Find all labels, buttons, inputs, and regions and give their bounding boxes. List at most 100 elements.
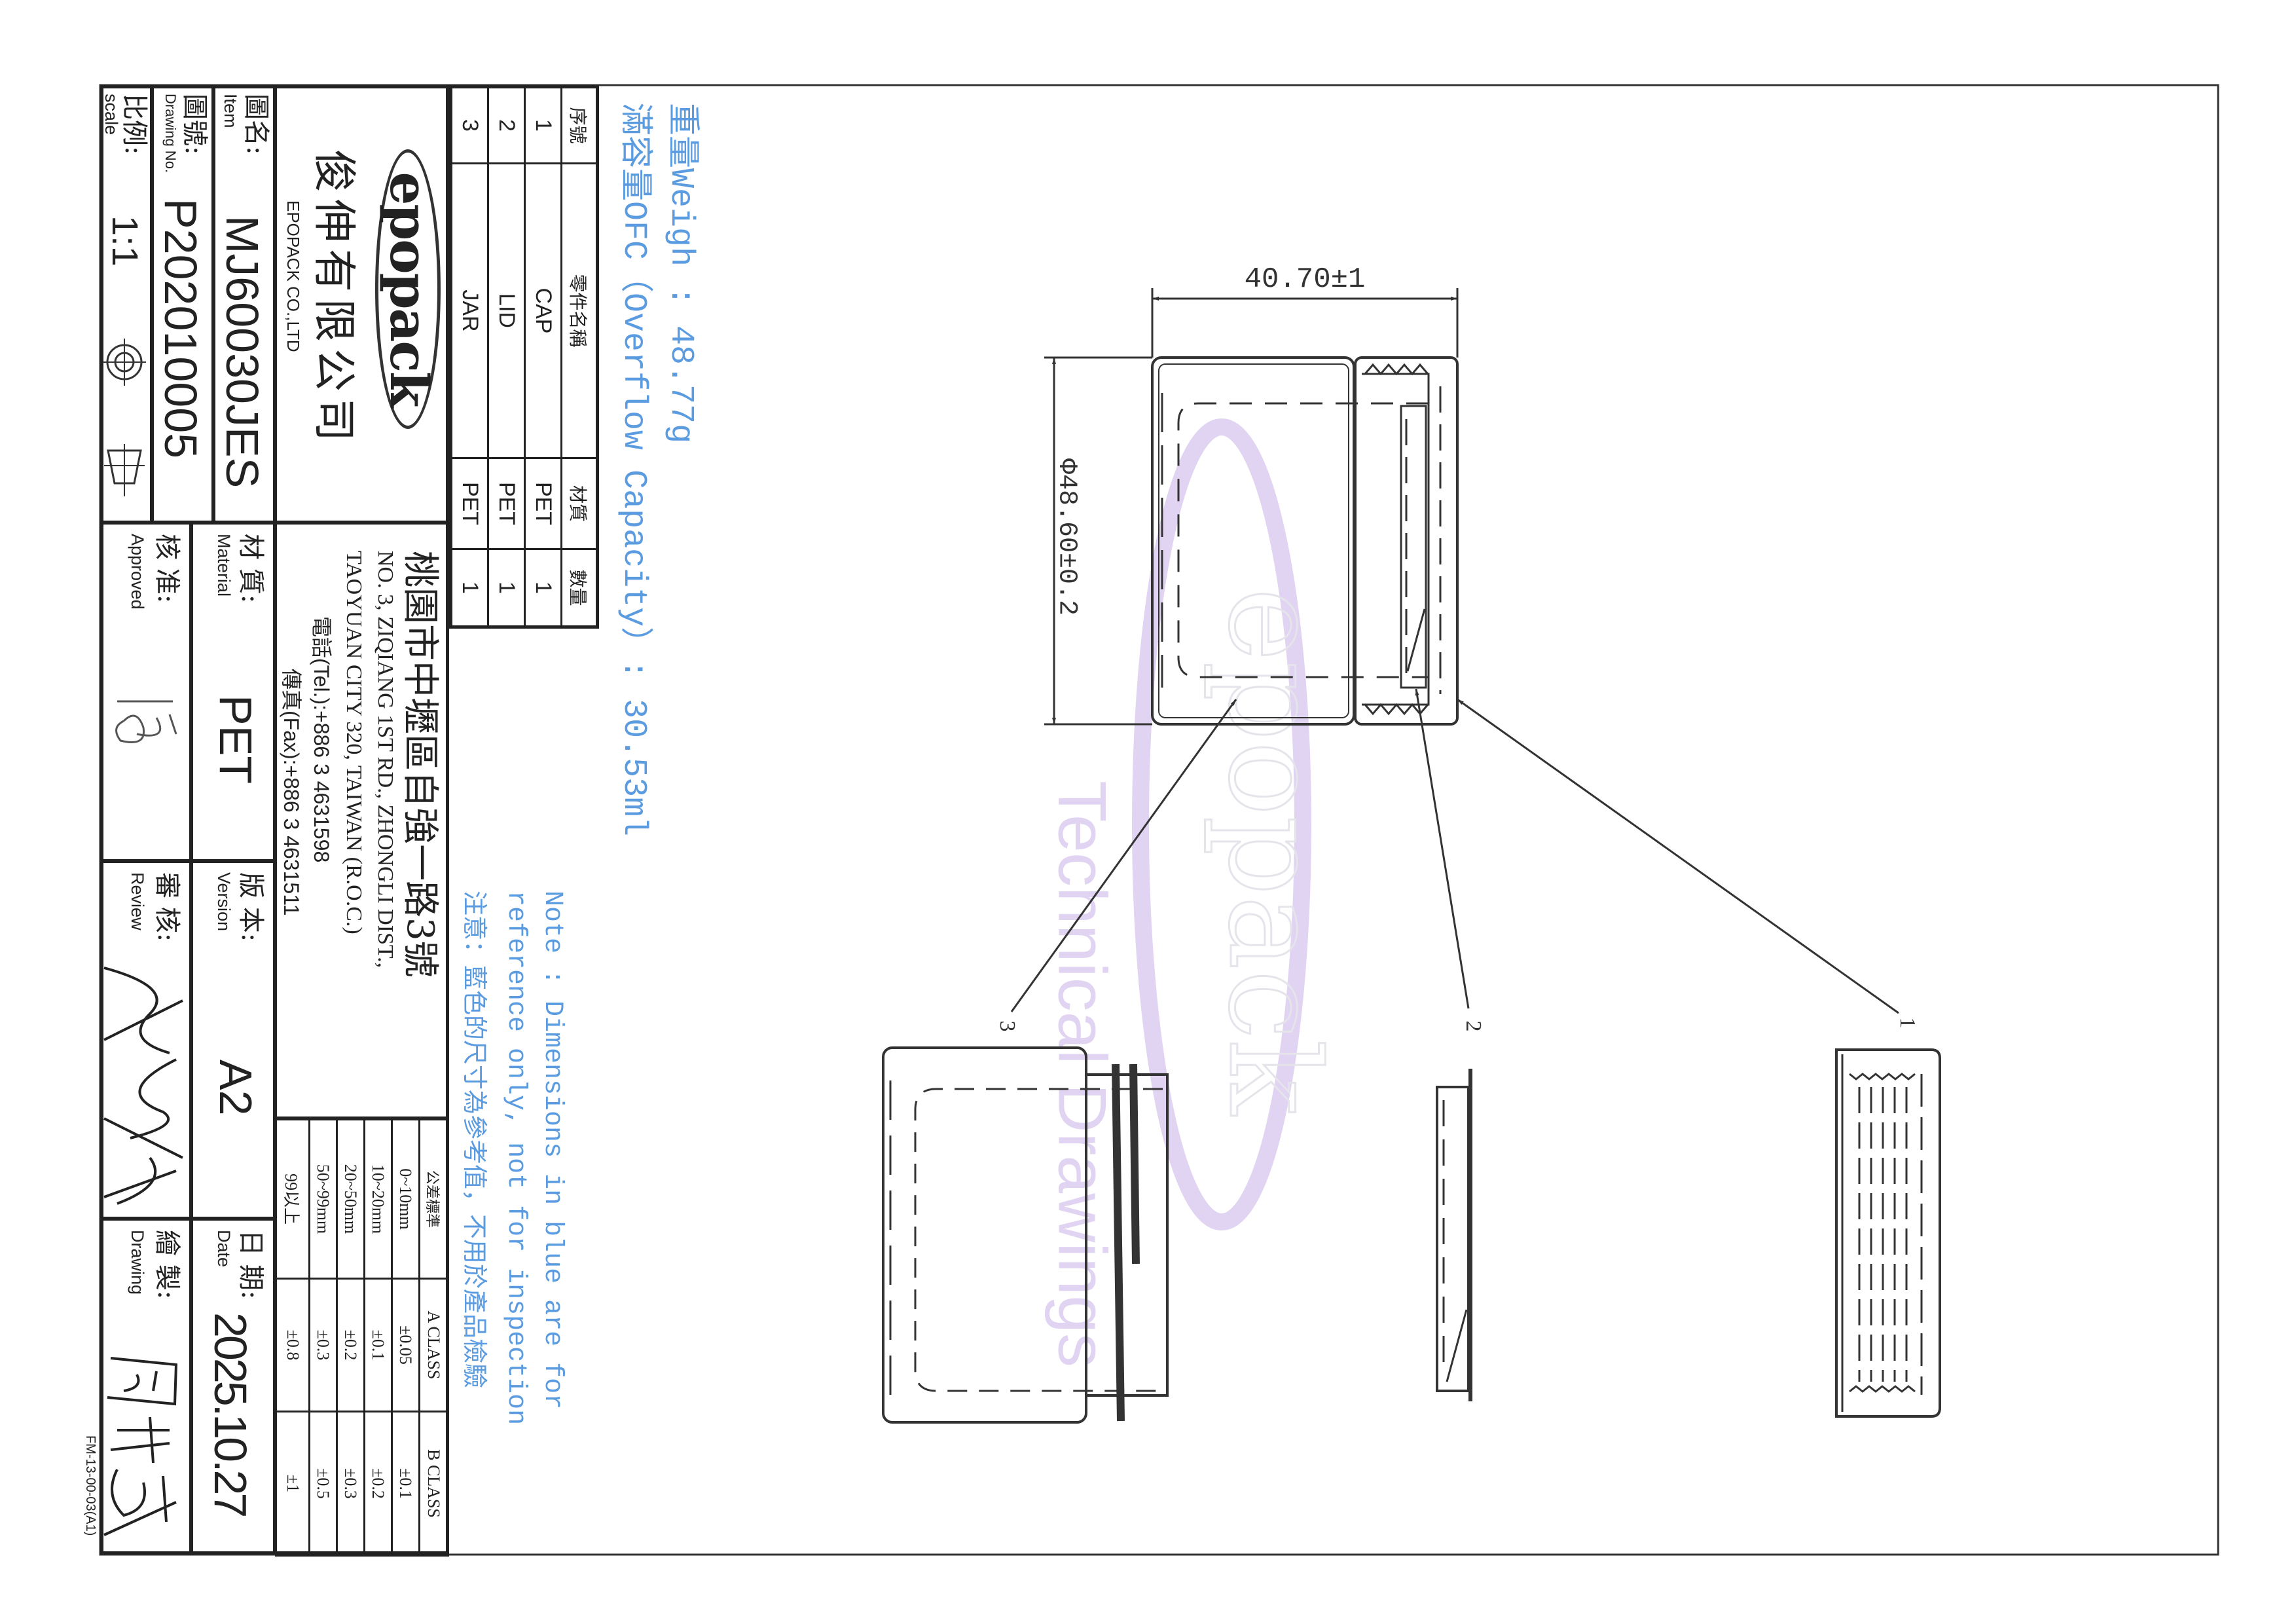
header-quantity: 數量 — [561, 549, 598, 627]
company-name-en: EPOPACK CO.,LTD — [283, 200, 303, 352]
material-value: PET — [210, 695, 261, 784]
drawing-label-zh: 繪 製: — [152, 1230, 182, 1300]
date-label-en: Date — [214, 1230, 234, 1268]
version-value: A2 — [210, 1060, 261, 1116]
company-address-cell: 桃園市中壢區自強一路3號 NO. 3, ZIQIANG 1ST RD., ZHO… — [275, 523, 449, 1118]
cell-part-name: JAR — [450, 163, 488, 458]
item-value: MJ60030JES — [217, 215, 268, 489]
tolerance-b: ±1 — [276, 1411, 310, 1556]
watermark: epopack Technical Drawings — [1044, 418, 1347, 1367]
company-logo: epopack — [375, 149, 441, 429]
version-cell: 版 本: Version A2 — [191, 861, 275, 1219]
title-block: 序號 零件名稱 材質 數量 1 CAP PET 1 2 LID PET 1 3 … — [100, 85, 599, 1556]
watermark-logo-text: epopack — [1201, 588, 1346, 1116]
table-row: 99以上±0.8±1 — [276, 1119, 310, 1556]
cell-material: PET — [450, 458, 488, 549]
tolerance-range: 99以上 — [276, 1119, 310, 1279]
balloon-1: 1 — [1895, 1018, 1920, 1029]
cell-seq: 2 — [488, 86, 525, 164]
tolerance-b: ±0.3 — [337, 1411, 365, 1556]
tolerance-b: ±0.1 — [392, 1411, 420, 1556]
projection-symbol-icon — [103, 339, 146, 496]
review-cell: 審 核: Review — [100, 861, 191, 1219]
tolerance-header: 公差標準 A CLASS B CLASS — [419, 1119, 448, 1556]
table-row: 0~10mm±0.05±0.1 — [392, 1119, 420, 1556]
header-material: 材質 — [561, 458, 598, 549]
company-tel: 電話(Tel.):+886 3 4631598 — [310, 616, 333, 863]
tolerance-a: ±0.1 — [364, 1278, 392, 1412]
dimension-length — [1151, 288, 1459, 358]
table-row: 50~99mm±0.3±0.5 — [309, 1119, 337, 1556]
part-3-jar-view — [882, 1046, 1169, 1424]
cell-seq: 1 — [524, 86, 562, 164]
sheet-border — [99, 84, 2219, 1556]
table-row: 10~20mm±0.1±0.2 — [364, 1119, 392, 1556]
material-cell: 材 質: Material PET — [191, 523, 275, 861]
drawing-signature — [103, 1357, 178, 1536]
header-seq: 序號 — [561, 86, 598, 164]
approved-label-en: Approved — [128, 534, 147, 610]
tolerance-b: ±0.2 — [364, 1411, 392, 1556]
item-label-en: Item — [221, 94, 240, 128]
cell-part-name: CAP — [524, 163, 562, 458]
company-name-zh: 俊伸有限公司 — [309, 149, 359, 448]
address-en-line-2: TAOYUAN CITY 320, TAIWAN (R.O.C.) — [342, 551, 366, 934]
note-line-1: Note : Dimensions in blue are for — [538, 891, 567, 1410]
tolerance-range: 20~50mm — [337, 1119, 365, 1279]
scale-value: 1:1 — [105, 215, 146, 267]
cell-quantity: 1 — [488, 549, 525, 627]
version-label-zh: 版 本: — [236, 872, 266, 942]
cell-quantity: 1 — [524, 549, 562, 627]
drawing-no-row: 圖號: Drawing No. P202010005 — [152, 85, 213, 523]
tolerance-a: ±0.8 — [276, 1278, 310, 1412]
table-row: 20~50mm±0.2±0.3 — [337, 1119, 365, 1556]
tolerance-a: ±0.05 — [392, 1278, 420, 1412]
scale-label-zh: 比例: — [119, 94, 149, 155]
balloon-3: 3 — [995, 1021, 1019, 1032]
assembly-cap — [1354, 356, 1459, 726]
drawing-cell: 繪 製: Drawing — [100, 1219, 191, 1555]
header-part-name: 零件名稱 — [561, 163, 598, 458]
material-label-en: Material — [214, 534, 234, 597]
assembly-view — [1151, 356, 1459, 726]
drawing-no-label-en: Drawing No. — [162, 94, 179, 174]
tolerance-header-standard: 公差標準 — [419, 1119, 448, 1279]
form-code: FM-13-00-03(A1) — [83, 1435, 98, 1536]
tolerance-a: ±0.3 — [309, 1278, 337, 1412]
tolerance-range: 50~99mm — [309, 1119, 337, 1279]
item-row: 圖名: Item MJ60030JES — [213, 85, 275, 523]
tolerance-header-b-class: B CLASS — [419, 1411, 448, 1556]
tolerance-header-a-class: A CLASS — [419, 1278, 448, 1412]
scale-label-en: scale — [101, 94, 121, 136]
approved-signature — [115, 700, 177, 743]
tolerance-range: 0~10mm — [392, 1119, 420, 1279]
leader-1 — [1457, 698, 1899, 1014]
cell-material: PET — [488, 458, 525, 549]
approved-label-zh: 核 准: — [152, 534, 182, 604]
leader-2 — [1415, 688, 1470, 1009]
table-row: 3 JAR PET 1 — [450, 86, 488, 627]
date-cell: 日 期: Date 2025.10.27 — [191, 1219, 275, 1555]
scale-row: 比例: scale 1:1 — [100, 85, 152, 523]
review-signature — [103, 967, 183, 1205]
date-value: 2025.10.27 — [205, 1312, 256, 1516]
review-label-zh: 審 核: — [152, 872, 182, 942]
note-line-2: reference only, not for inspection — [501, 891, 530, 1426]
drawing-label-en: Drawing — [128, 1230, 147, 1295]
parts-table: 序號 零件名稱 材質 數量 1 CAP PET 1 2 LID PET 1 3 … — [449, 85, 599, 629]
date-label-zh: 日 期: — [236, 1230, 266, 1300]
table-row: 1 CAP PET 1 — [524, 86, 562, 627]
cell-seq: 3 — [450, 86, 488, 164]
note-line-3: 注意：藍色的尺寸為參考值，不用於產品檢驗 — [460, 891, 489, 1389]
material-label-zh: 材 質: — [236, 534, 266, 604]
dimension-length-label: 40.70±1 — [1245, 263, 1366, 296]
company-fax: 傳真(Fax):+886 3 4631511 — [280, 669, 303, 916]
dimension-diameter-label: Φ48.60±0.2 — [1051, 458, 1081, 616]
item-label-zh: 圖名: — [241, 94, 271, 155]
drawing-no-value: P202010005 — [155, 198, 206, 459]
cell-part-name: LID — [488, 163, 525, 458]
part-1-cap-view — [1835, 1048, 1941, 1418]
leader-lines — [1010, 688, 1899, 1014]
